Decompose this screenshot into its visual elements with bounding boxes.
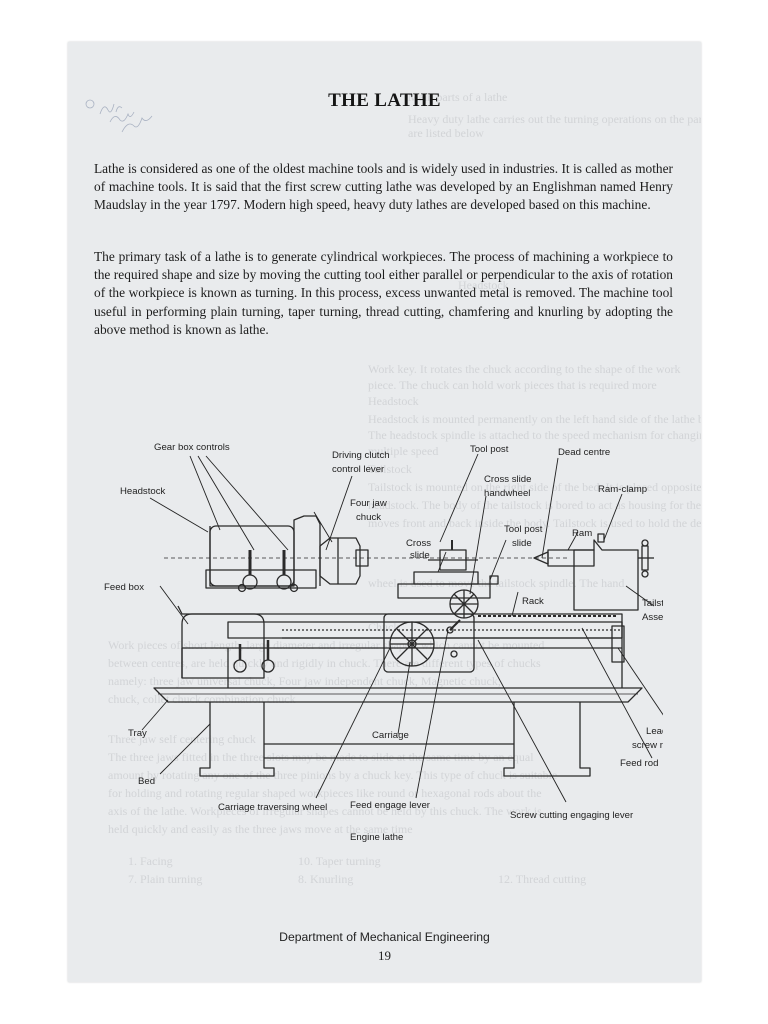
label-tool-post-slide-2: slide (512, 538, 532, 549)
label-tailstock: Tailstock (642, 598, 663, 609)
diagram-caption: Engine lathe (350, 832, 403, 843)
label-lead-screw: Lead (646, 726, 663, 737)
label-gear-box-controls: Gear box controls (154, 442, 230, 453)
label-cross-slide-2: slide (410, 550, 430, 561)
page-number: 19 (378, 948, 391, 963)
label-driving-clutch: Driving clutch (332, 450, 390, 461)
page-title: THE LATHE (328, 90, 441, 111)
label-screw-cutting-engaging-lever: Screw cutting engaging lever (510, 810, 634, 820)
label-four-jaw: Four jaw (350, 498, 387, 509)
label-dead-centre: Dead centre (558, 447, 610, 458)
intro-paragraph: Lathe is considered as one of the oldest… (94, 161, 674, 213)
diagram-labels: Gear box controls Driving clutch control… (104, 442, 663, 820)
lathe-drawing (153, 515, 654, 777)
turning-paragraph: The primary task of a lathe is to genera… (94, 249, 673, 337)
label-cross-slide: Cross (406, 538, 431, 549)
label-carriage-traversing-wheel: Carriage traversing wheel (218, 802, 327, 813)
label-rack: Rack (522, 596, 544, 607)
label-leaders (141, 453, 663, 803)
lathe-diagram: Gear box controls Driving clutch control… (104, 442, 663, 820)
label-cross-slide-handwheel: Cross slide (484, 474, 531, 485)
label-feed-rod: Feed rod (620, 758, 658, 769)
label-bed: Bed (138, 776, 155, 787)
pencil-annotation (85, 99, 153, 133)
label-cross-slide-handwheel-2: handwheel (484, 488, 530, 499)
label-headstock: Headstock (120, 486, 166, 497)
label-ram-clamp: Ram-clamp (598, 484, 647, 495)
footer-department: Department of Mechanical Engineering (279, 930, 490, 944)
label-carriage: Carriage (372, 730, 409, 741)
label-lead-screw-2: screw rod (632, 740, 663, 751)
label-driving-clutch-2: control lever (332, 464, 385, 475)
bleed-through-text: Main parts of a lathe Heavy duty lathe c… (108, 90, 701, 886)
label-ram: Ram (572, 528, 592, 539)
label-feed-box: Feed box (104, 582, 144, 593)
label-tailstock-2: Assembly (642, 612, 663, 623)
document-page: Main parts of a lathe Heavy duty lathe c… (68, 42, 701, 982)
label-tray: Tray (128, 728, 147, 739)
label-four-jaw-2: chuck (356, 512, 381, 523)
diagram-caption-area: Engine lathe (350, 832, 403, 843)
label-tool-post: Tool post (470, 444, 509, 455)
label-tool-post-slide: Tool post (504, 524, 543, 535)
label-feed-engage-lever: Feed engage lever (350, 800, 431, 811)
